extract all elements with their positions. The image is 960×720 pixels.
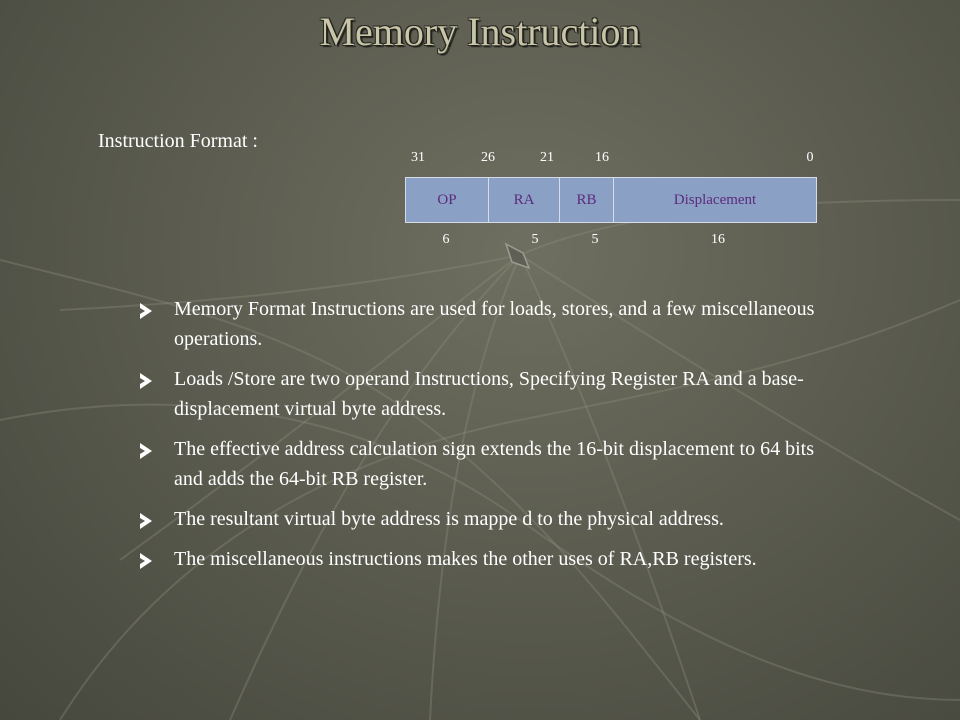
bullet-text: Memory Format Instructions are used for … <box>174 298 815 350</box>
bit-position-21: 21 <box>540 150 554 165</box>
arrow-bullet-icon <box>140 553 152 569</box>
field-rb: RB <box>560 178 614 222</box>
bullet-list: Memory Format Instructions are used for … <box>140 294 840 574</box>
field-ra: RA <box>489 178 560 222</box>
instruction-format-diagram: OP RA RB Displacement <box>405 177 817 223</box>
bit-position-16: 16 <box>595 150 609 165</box>
bit-position-26: 26 <box>481 150 495 165</box>
slide-title: Memory Instruction <box>319 9 641 54</box>
field-width-op: 6 <box>442 232 450 247</box>
field-width-displacement: 16 <box>711 232 725 247</box>
field-op: OP <box>406 178 489 222</box>
bullet-text: The resultant virtual byte address is ma… <box>174 508 724 530</box>
arrow-bullet-icon <box>140 443 152 459</box>
bullet-item: The effective address calculation sign e… <box>140 434 840 494</box>
arrow-bullet-icon <box>140 513 152 529</box>
bullet-item: Loads /Store are two operand Instruction… <box>140 364 840 424</box>
bullet-text: The effective address calculation sign e… <box>174 438 814 490</box>
bullet-text: Loads /Store are two operand Instruction… <box>174 368 804 420</box>
bullet-item: The resultant virtual byte address is ma… <box>140 504 840 534</box>
bit-position-31: 31 <box>411 150 425 165</box>
instruction-format-label: Instruction Format : <box>98 130 258 152</box>
field-width-ra: 5 <box>531 232 539 247</box>
bullet-item: The miscellaneous instructions makes the… <box>140 544 840 574</box>
arrow-bullet-icon <box>140 303 152 319</box>
bullet-item: Memory Format Instructions are used for … <box>140 294 840 354</box>
field-width-rb: 5 <box>591 232 599 247</box>
field-displacement: Displacement <box>673 191 757 208</box>
arrow-bullet-icon <box>140 373 152 389</box>
bit-position-0: 0 <box>806 150 814 165</box>
bullet-text: The miscellaneous instructions makes the… <box>174 548 757 570</box>
